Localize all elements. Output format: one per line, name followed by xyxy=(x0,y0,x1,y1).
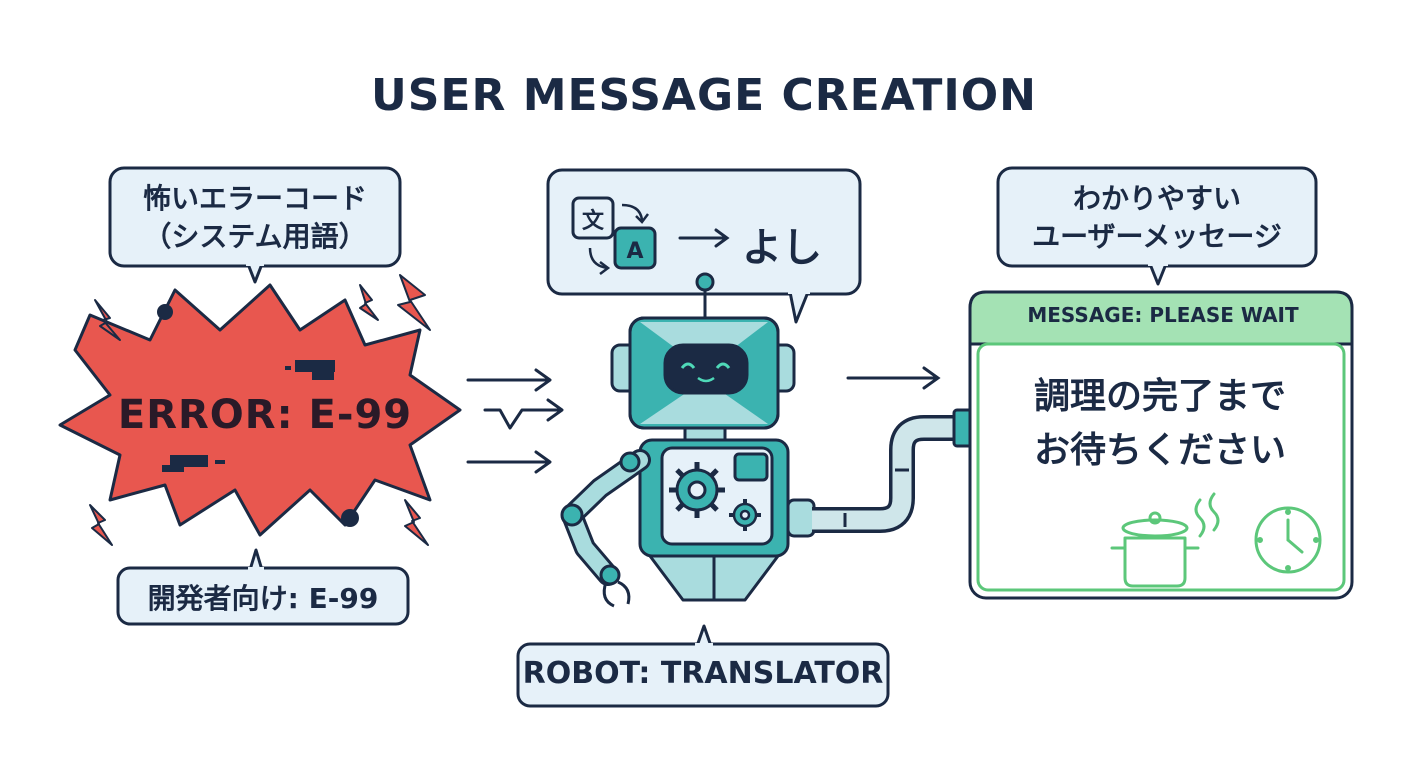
message-line: 調理の完了まで xyxy=(1033,376,1286,417)
gear-icon xyxy=(669,462,725,518)
message-window xyxy=(968,290,1354,600)
callout-developer xyxy=(116,548,410,626)
debris-dot xyxy=(341,509,359,527)
gear-icon xyxy=(729,499,761,531)
flow-arrows-in xyxy=(466,368,564,474)
error-burst xyxy=(58,283,462,537)
callout-user-message-text: わかりやすい ユーザーメッセージ xyxy=(998,180,1316,256)
page-title: USER MESSAGE CREATION xyxy=(371,70,1037,121)
callout-line: 怖いエラーコード xyxy=(142,182,367,215)
message-body: 調理の完了まで お待ちください xyxy=(985,370,1335,478)
lightning-icon xyxy=(89,274,431,546)
translate-icon-latin: A xyxy=(626,239,643,264)
translate-icon-kanji: 文 xyxy=(582,208,605,234)
callout-user-message xyxy=(996,166,1318,286)
translation-result: よし xyxy=(742,225,822,271)
message-line: お待ちください xyxy=(1033,430,1286,471)
connector-pipe xyxy=(812,408,974,533)
robot-label: ROBOT: TRANSLATOR xyxy=(522,656,884,691)
developer-code-label: 開発者向け: E-99 xyxy=(147,582,379,615)
cooking-pot-icon xyxy=(1110,492,1220,588)
error-code: ERROR: E-99 xyxy=(117,392,413,438)
translate-arrow xyxy=(678,228,730,248)
debris-dot xyxy=(157,304,173,320)
translate-icon: 文 A xyxy=(571,196,657,275)
robot-translator xyxy=(560,272,816,608)
callout-line: ユーザーメッセージ xyxy=(1032,220,1282,253)
message-window-header: MESSAGE: PLEASE WAIT xyxy=(1027,303,1299,327)
callout-line: わかりやすい xyxy=(1072,182,1241,215)
callout-robot-label xyxy=(516,624,890,708)
flow-arrow-out xyxy=(846,366,941,390)
clock-icon xyxy=(1254,506,1322,574)
callout-line: （システム用語） xyxy=(143,220,367,253)
callout-system-terms-text: 怖いエラーコード （システム用語） xyxy=(110,180,400,256)
callout-system-terms xyxy=(108,166,402,284)
